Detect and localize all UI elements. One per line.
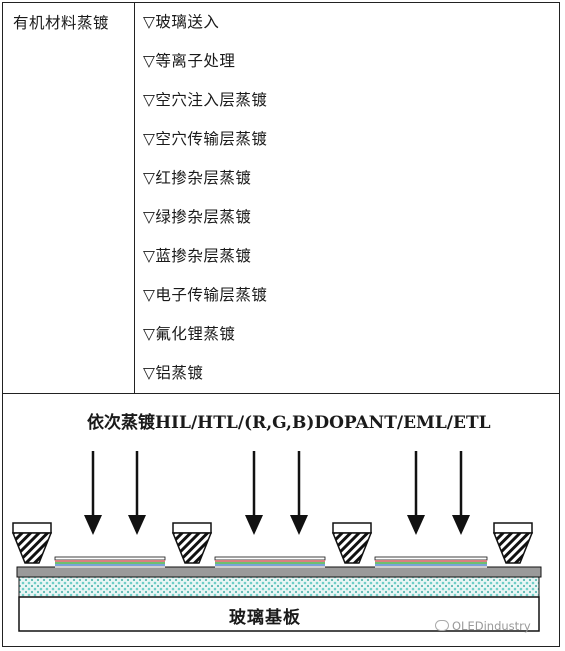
step-list: ▽玻璃送入 ▽等离子处理 ▽空穴注入层蒸镀 ▽空穴传输层蒸镀 ▽红掺杂层蒸镀 ▽…	[143, 11, 553, 401]
wechat-icon	[435, 620, 449, 631]
source-icon	[331, 522, 373, 564]
arrow-icon	[84, 515, 102, 535]
step-item: ▽蓝掺杂层蒸镀	[143, 247, 252, 265]
arrow-icon	[407, 515, 425, 535]
evaporation-diagram: 依次蒸镀HIL/HTL/(R,G,B)DOPANT/EML/ETL 玻璃基板 O…	[3, 395, 559, 647]
layer-stack	[54, 556, 166, 568]
row-divider	[3, 393, 559, 394]
category-label: 有机材料蒸镀	[13, 14, 110, 32]
diagram-graphic	[11, 451, 542, 632]
step-item: ▽空穴注入层蒸镀	[143, 91, 268, 109]
step-item: ▽绿掺杂层蒸镀	[143, 208, 252, 226]
source-icon	[171, 522, 213, 564]
arrow-icon	[452, 515, 470, 535]
step-item: ▽等离子处理	[143, 52, 236, 70]
step-item: ▽红掺杂层蒸镀	[143, 169, 252, 187]
source-icon	[492, 522, 534, 564]
layer-stack	[374, 556, 488, 568]
arrow-icon	[290, 515, 308, 535]
step-item: ▽空穴传输层蒸镀	[143, 130, 268, 148]
arrow-icon	[245, 515, 263, 535]
watermark-text: OLEDindustry	[452, 619, 531, 633]
process-table: 有机材料蒸镀 ▽玻璃送入 ▽等离子处理 ▽空穴注入层蒸镀 ▽空穴传输层蒸镀 ▽红…	[2, 2, 560, 647]
glass-substrate	[18, 596, 540, 632]
source-icon	[11, 522, 53, 564]
arrow-icon	[128, 515, 146, 535]
organic-layers	[54, 556, 488, 568]
watermark: OLEDindustry	[435, 619, 531, 633]
step-item: ▽氟化锂蒸镀	[143, 325, 236, 343]
step-item: ▽电子传输层蒸镀	[143, 286, 268, 304]
category-cell: 有机材料蒸镀	[3, 3, 135, 393]
substrate-coating	[18, 576, 540, 598]
step-item: ▽铝蒸镀	[143, 364, 204, 382]
layer-stack	[214, 556, 326, 568]
diagram-heading: 依次蒸镀HIL/HTL/(R,G,B)DOPANT/EML/ETL	[87, 413, 491, 433]
step-item: ▽玻璃送入	[143, 13, 220, 31]
evaporation-sources	[11, 522, 534, 564]
mask-bar	[16, 566, 542, 578]
deposition-arrows	[84, 451, 470, 535]
substrate-label: 玻璃基板	[229, 608, 301, 628]
